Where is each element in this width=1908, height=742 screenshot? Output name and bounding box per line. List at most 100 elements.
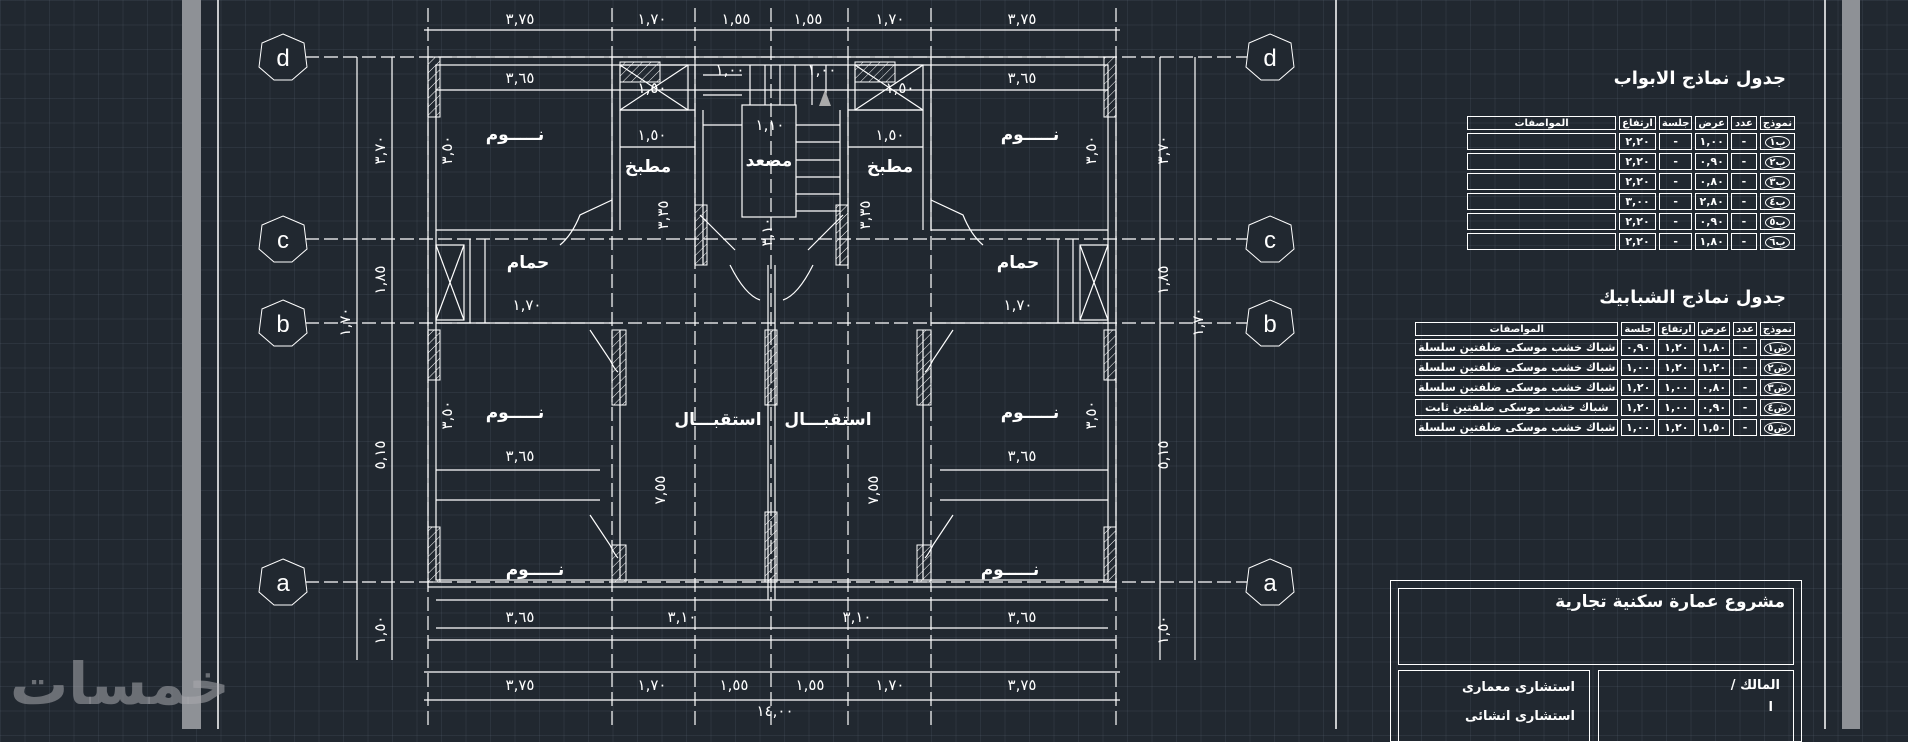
table-row: ب٤-٢,٨٠-٣,٠٠ xyxy=(1467,193,1795,210)
model-tag-cell: ب١ xyxy=(1759,133,1795,150)
cell-text: ١,٠٠ xyxy=(1664,381,1689,394)
cell-text: - xyxy=(1742,421,1748,434)
table-cell: ١,٢٠ xyxy=(1621,379,1655,396)
room-label-bedroom: نـــــوم xyxy=(1001,403,1060,423)
table-cell: ١,٠٠ xyxy=(1695,133,1728,150)
cell-text: ١,٢٠ xyxy=(1701,361,1727,374)
table-cell: ٢,٨٠ xyxy=(1695,193,1728,210)
table-cell: - xyxy=(1730,153,1757,170)
dim-vertical: ٥,١٥ xyxy=(1154,441,1172,470)
axis-bubble-a-left: a xyxy=(258,558,308,606)
dim-top: ٣,٧٥ xyxy=(506,10,535,28)
dim-vertical: ٣,٣٥ xyxy=(654,201,672,230)
dim-vertical: ٣,٥٠ xyxy=(1082,401,1100,430)
table-header-row: نموذج عدد عرض ارتفاع جلسة المواصفات xyxy=(1415,322,1795,336)
model-tag-cell: ش٢ xyxy=(1759,359,1795,376)
cell-text: ٠,٩٠ xyxy=(1699,155,1724,168)
table-cell: - xyxy=(1658,193,1693,210)
dim-inner: ١,٥٠ xyxy=(638,79,667,97)
axis-bubbles: d c b a d c b a xyxy=(258,33,1295,606)
cell-text: - xyxy=(1741,235,1747,248)
dim-inner: ٣,٦٥ xyxy=(506,69,535,87)
cell-text: ١,٨٠ xyxy=(1701,341,1727,354)
dim-vertical: ٣,٥٠ xyxy=(438,136,456,165)
model-tag-cell: ب٦ xyxy=(1759,233,1795,250)
table-cell xyxy=(1467,133,1617,150)
header-cell: ارتفاع xyxy=(1619,116,1656,130)
dim-vertical: ٧,٥٥ xyxy=(651,476,669,505)
dim-vertical: ١,٧٠ xyxy=(1189,308,1207,337)
table-cell: ١,٢٠ xyxy=(1621,399,1655,416)
cell-text: - xyxy=(1741,175,1747,188)
doors-table-title: جدول نماذج الابواب xyxy=(1613,68,1786,89)
cell-text: ٣,٠٠ xyxy=(1625,195,1650,208)
dim-bottom: ١,٥٥ xyxy=(720,676,749,694)
dim-vertical: ١,٨٥ xyxy=(371,266,389,295)
table-cell: ١,٨٠ xyxy=(1695,233,1728,250)
watermark-logo: خمسات xyxy=(10,650,230,718)
table-cell: ٢,٢٠ xyxy=(1619,173,1656,190)
cell-text: شباك خشب موسكى ضلفتين سلسلة xyxy=(1418,341,1616,354)
dim-vertical: ٣,٥٠ xyxy=(438,401,456,430)
room-label-bedroom: نـــــوم xyxy=(1001,125,1060,145)
frame-bar-left xyxy=(182,0,201,729)
cell-text: - xyxy=(1742,341,1748,354)
model-tag-cell: ش٥ xyxy=(1759,419,1795,436)
model-tag: ش٣ xyxy=(1763,381,1792,395)
dim-inner: ٣,٦٥ xyxy=(1008,69,1037,87)
cell-text: - xyxy=(1741,135,1747,148)
room-label-bedroom: نـــــوم xyxy=(506,560,565,580)
table-cell xyxy=(1467,153,1617,170)
cell-text: ١,٥٠ xyxy=(1701,421,1727,434)
table-cell: شباك خشب موسكى ضلفتين سلسلة xyxy=(1415,379,1619,396)
axis-label-c: c xyxy=(1264,227,1276,254)
table-cell: ١,٠٠ xyxy=(1621,359,1655,376)
table-cell: ٢,٢٠ xyxy=(1619,233,1656,250)
cell-text: - xyxy=(1673,215,1678,228)
header-cell: عدد xyxy=(1730,116,1757,130)
axis-label-c: c xyxy=(277,227,289,254)
header-cell: جلسة xyxy=(1658,116,1693,130)
axis-label-b: b xyxy=(276,311,289,338)
dim-top: ١,٧٠ xyxy=(638,10,667,28)
project-title: مشروع عمارة سكنية تجارية xyxy=(1555,592,1785,612)
cell-text: - xyxy=(1673,175,1678,188)
dim-vertical: ٥,١٥ xyxy=(371,441,389,470)
dim-top: ١,٥٥ xyxy=(794,10,823,28)
stair-treads xyxy=(703,65,840,212)
table-cell: ٠,٨٠ xyxy=(1695,173,1728,190)
room-label-bathroom: حمام xyxy=(997,253,1040,273)
dim-room: ٣,٦٥ xyxy=(1008,608,1037,626)
table-cell: ١,٠٠ xyxy=(1657,399,1695,416)
table-cell: - xyxy=(1730,213,1757,230)
cell-text: شباك خشب موسكى ضلفتين سلسلة xyxy=(1418,381,1616,394)
table-cell: ١,٢٠ xyxy=(1697,359,1731,376)
axis-label-a: a xyxy=(1263,570,1277,597)
model-tag-cell: ب٥ xyxy=(1759,213,1795,230)
cell-text: ٠,٩٠ xyxy=(1625,341,1651,354)
axis-label-a: a xyxy=(276,570,290,597)
dim-inner: ١,٥٠ xyxy=(876,126,905,144)
model-tag: ب٤ xyxy=(1765,195,1790,209)
table-cell: ٠,٩٠ xyxy=(1621,339,1655,356)
axis-bubble-a-right: a xyxy=(1245,558,1295,606)
model-tag-cell: ب٤ xyxy=(1759,193,1795,210)
table-cell xyxy=(1467,213,1617,230)
table-cell: شباك خشب موسكى ضلفتين سلسلة xyxy=(1415,419,1619,436)
table-row: ب٥-٠,٩٠-٢,٢٠ xyxy=(1467,213,1795,230)
header-cell: عرض xyxy=(1695,116,1728,130)
dim-room: ٣,٦٥ xyxy=(506,447,535,465)
table-row: ب٢-٠,٩٠-٢,٢٠ xyxy=(1467,153,1795,170)
table-cell: ٠,٩٠ xyxy=(1695,213,1728,230)
cell-text: - xyxy=(1742,381,1748,394)
dim-inner: ١,٠٠ xyxy=(808,61,837,79)
room-labels: نـــــوم نـــــوم نـــــوم نـــــوم نـــ… xyxy=(486,125,1060,580)
cell-text: ١,٢٠ xyxy=(1664,421,1689,434)
table-header-row: نموذج عدد عرض جلسة ارتفاع المواصفات xyxy=(1467,116,1795,130)
owner-value: ا xyxy=(1768,700,1773,715)
room-label-kitchen: مطبخ xyxy=(867,157,913,177)
room-label-bedroom: نـــــوم xyxy=(486,125,545,145)
